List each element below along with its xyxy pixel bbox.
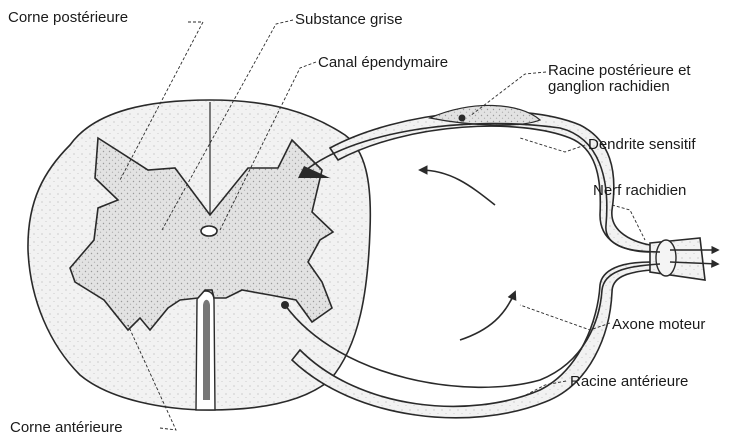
inner-arrow-lower <box>460 292 515 340</box>
label-axone-moteur: Axone moteur <box>612 317 705 333</box>
label-dendrite-sensitif: Dendrite sensitif <box>588 137 696 153</box>
label-racine-posterieure-line1: Racine postérieure et <box>548 63 691 79</box>
ganglion-neuron-body <box>459 115 466 122</box>
nerve-cut-face <box>656 240 676 276</box>
label-corne-anterieure: Corne antérieure <box>10 420 123 436</box>
motor-neuron-body <box>281 301 289 309</box>
label-racine-posterieure-line2: ganglion rachidien <box>548 79 670 95</box>
inner-arrow-upper <box>420 170 495 205</box>
label-canal-ependymaire: Canal épendymaire <box>318 55 448 71</box>
label-corne-posterieure: Corne postérieure <box>8 10 128 26</box>
label-nerf-rachidien: Nerf rachidien <box>593 183 686 199</box>
central-canal <box>201 226 217 236</box>
label-substance-grise: Substance grise <box>295 12 403 28</box>
anterior-fissure-shadow <box>203 300 210 400</box>
label-racine-anterieure: Racine antérieure <box>570 374 688 390</box>
